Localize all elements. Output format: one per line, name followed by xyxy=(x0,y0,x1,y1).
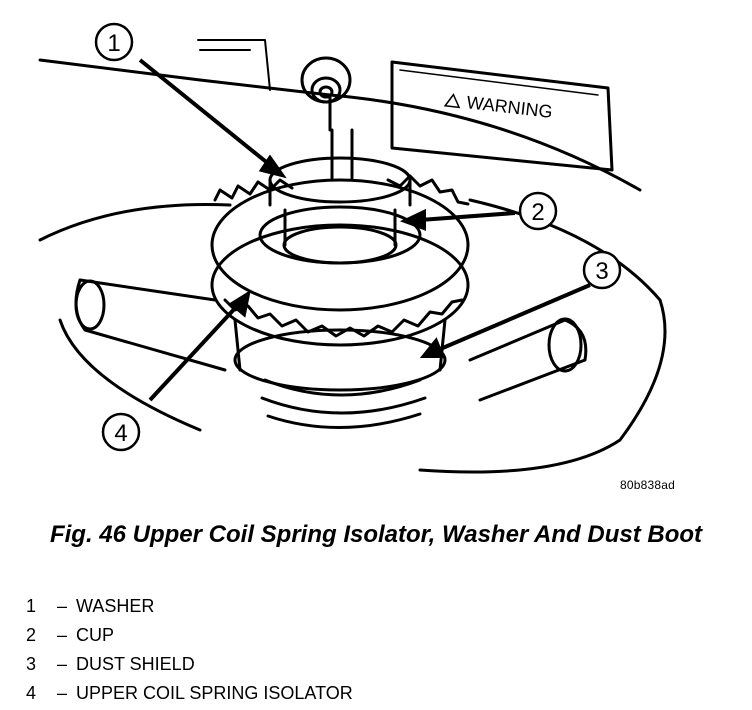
legend-number: 3 xyxy=(26,654,37,674)
legend-item: 3–DUST SHIELD xyxy=(26,650,353,679)
legend-label: WASHER xyxy=(76,596,155,616)
legend-item: 4–UPPER COIL SPRING ISOLATOR xyxy=(26,679,353,708)
legend-separator: – xyxy=(56,683,67,703)
coil-spring xyxy=(260,378,427,430)
legend-label: UPPER COIL SPRING ISOLATOR xyxy=(76,683,353,703)
strut-rod xyxy=(330,128,354,180)
callout-4-circle xyxy=(101,412,141,452)
warning-plate xyxy=(390,60,614,172)
technical-illustration: 1 2 3 4 WARNING xyxy=(38,22,667,474)
legend-item: 1–WASHER xyxy=(26,592,353,621)
body-panel-outline xyxy=(38,58,642,192)
legend-label: DUST SHIELD xyxy=(76,654,195,674)
callout-4-number: 4 xyxy=(114,420,127,447)
warning-plate-label: WARNING xyxy=(466,92,554,122)
callout-1-circle xyxy=(94,22,134,62)
callout-2-number: 2 xyxy=(531,199,544,226)
legend-number: 1 xyxy=(26,596,37,616)
legend-number: 2 xyxy=(26,625,37,645)
callout-3-circle xyxy=(582,250,622,290)
legend-label: CUP xyxy=(76,625,115,645)
cup-part xyxy=(258,205,422,265)
callout-1-number: 1 xyxy=(107,30,120,57)
legend-separator: – xyxy=(56,596,67,616)
legend-number: 4 xyxy=(26,683,37,703)
legend-separator: – xyxy=(56,625,67,645)
image-code: 80b838ad xyxy=(620,478,675,492)
mount-bolt xyxy=(300,56,352,104)
legend-list: 1–WASHER 2–CUP 3–DUST SHIELD 4–UPPER COI… xyxy=(26,592,353,708)
callout-2-circle xyxy=(518,191,558,231)
isolator-ring xyxy=(210,174,470,347)
washer-part xyxy=(268,156,412,207)
dust-shield xyxy=(233,318,447,392)
warning-triangle-icon xyxy=(443,93,461,109)
control-arm-right xyxy=(468,317,588,402)
figure-caption: Fig. 46 Upper Coil Spring Isolator, Wash… xyxy=(49,521,703,548)
wheel-well xyxy=(38,198,667,474)
control-arm-left xyxy=(74,278,227,372)
legend-item: 2–CUP xyxy=(26,621,353,650)
legend-separator: – xyxy=(56,654,67,674)
callout-3-number: 3 xyxy=(595,258,608,285)
